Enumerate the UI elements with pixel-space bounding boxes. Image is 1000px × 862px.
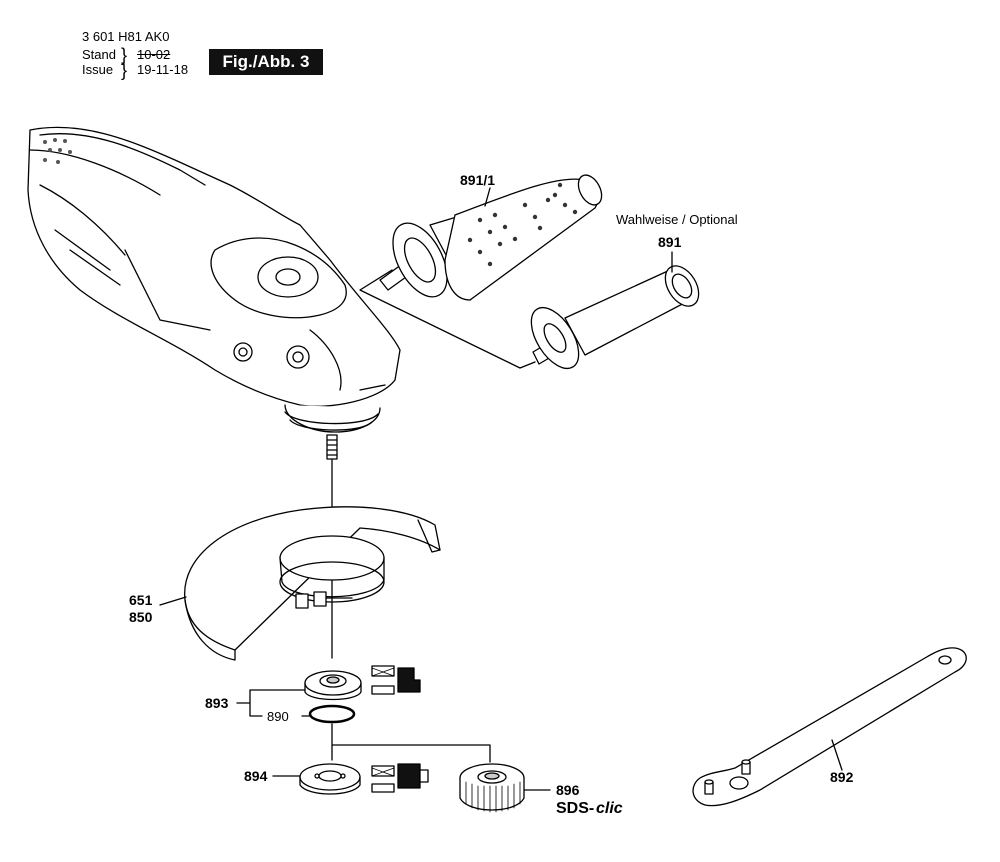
o-ring-890	[308, 704, 356, 724]
handle-891	[530, 265, 700, 370]
sds-label-suffix: clic	[596, 800, 623, 817]
handle-leader-line	[359, 269, 536, 369]
part-label-890: 890	[267, 709, 289, 724]
grinder-body	[27, 126, 401, 460]
figure-badge: Fig./Abb. 3	[209, 49, 323, 75]
mount-icon-894	[371, 763, 429, 793]
optional-note: Wahlweise / Optional	[616, 212, 738, 227]
leader-891-1	[484, 187, 491, 207]
brace-glyph: }	[121, 60, 128, 80]
clamping-nut-894	[299, 763, 361, 795]
document-id: 3 601 H81 AK0	[82, 29, 170, 44]
part-label-850: 850	[129, 609, 153, 625]
part-label-651: 651	[129, 592, 153, 608]
flange-893	[304, 670, 362, 701]
quick-nut-896	[459, 763, 525, 813]
brace-glyph: }	[121, 45, 128, 65]
part-label-891-1: 891/1	[460, 172, 495, 188]
part-label-894: 894	[244, 768, 268, 784]
part-label-896: 896	[556, 782, 580, 798]
leader-651	[159, 596, 187, 606]
leader-892	[831, 739, 843, 771]
sds-label-prefix: SDS-	[556, 800, 594, 817]
issue-label: Issue	[82, 62, 114, 77]
issue-date: 19-11-18	[137, 62, 189, 77]
mount-icon-893	[371, 665, 421, 695]
lower-assembly-lines	[331, 723, 491, 763]
part-label-891: 891	[658, 234, 682, 250]
handle-891-1	[379, 174, 603, 301]
spanner-892	[692, 647, 967, 807]
part-label-892: 892	[830, 769, 854, 785]
label-bracket-893	[236, 689, 311, 717]
guard-651-850	[184, 506, 441, 661]
stand-label: Stand	[82, 47, 116, 62]
part-label-893: 893	[205, 695, 229, 711]
stand-date-struck: 10-02	[137, 47, 171, 62]
